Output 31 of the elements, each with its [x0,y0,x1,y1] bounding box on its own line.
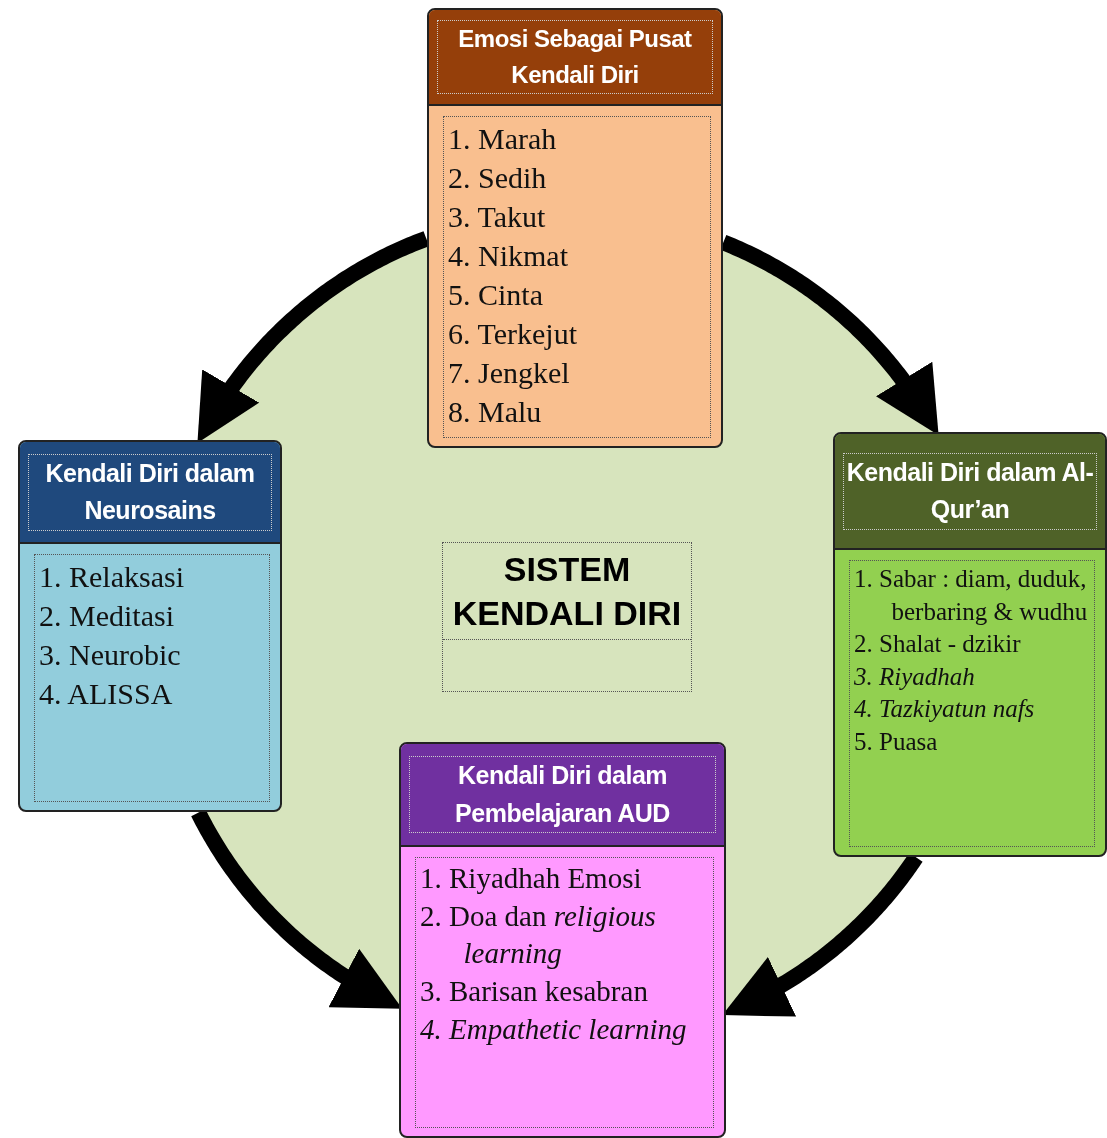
list-item: 4. ALISSA [39,676,174,712]
card-heading: Kendali Diri dalam Al-Qur’an [843,452,1097,530]
list-item: 3. Barisan kesabran [420,974,649,1010]
list-item: 4. Tazkiyatun nafs [854,694,1036,724]
list-item: 2. Shalat - dzikir [854,629,1022,659]
list-item: 4. Nikmat [448,238,569,274]
list-item: 3. Takut [448,199,547,235]
list-item: 3. Riyadhah [854,661,976,692]
center-label: SISTEM KENDALI DIRI [443,543,691,641]
topic-card [399,742,726,1138]
title-box [442,542,692,692]
list-item: 7. Jengkel [448,355,571,391]
list-item: 5. Cinta [448,277,544,313]
list-item: 1. Relaksasi [39,559,185,595]
list-item: 1. Riyadhah Emosi [420,861,643,896]
card-heading: Kendali Diri dalam Neurosains [28,453,272,531]
list-item: 2. Doa dan religious learning [420,898,657,972]
list-item: 3. Neurobic [39,637,182,673]
list-item: 2. Meditasi [39,598,175,634]
list-item: 1. Sabar : diam, duduk, berbaring & wudhu [854,564,1089,627]
list-item: 8. Malu [448,394,543,430]
list-item: 4. Empathetic learning [420,1011,688,1047]
topic-card [427,8,723,448]
card-heading: Kendali Diri dalam Pembelajaran AUD [409,756,716,833]
topic-card [18,440,282,812]
list-item: 5. Puasa [854,726,939,757]
list-item: 1. Marah [448,121,558,157]
list-item: 2. Sedih [448,160,548,196]
list-item: 6. Terkejut [448,316,578,352]
card-heading: Emosi Sebagai Pusat Kendali Diri [437,20,713,94]
topic-card [833,432,1107,857]
